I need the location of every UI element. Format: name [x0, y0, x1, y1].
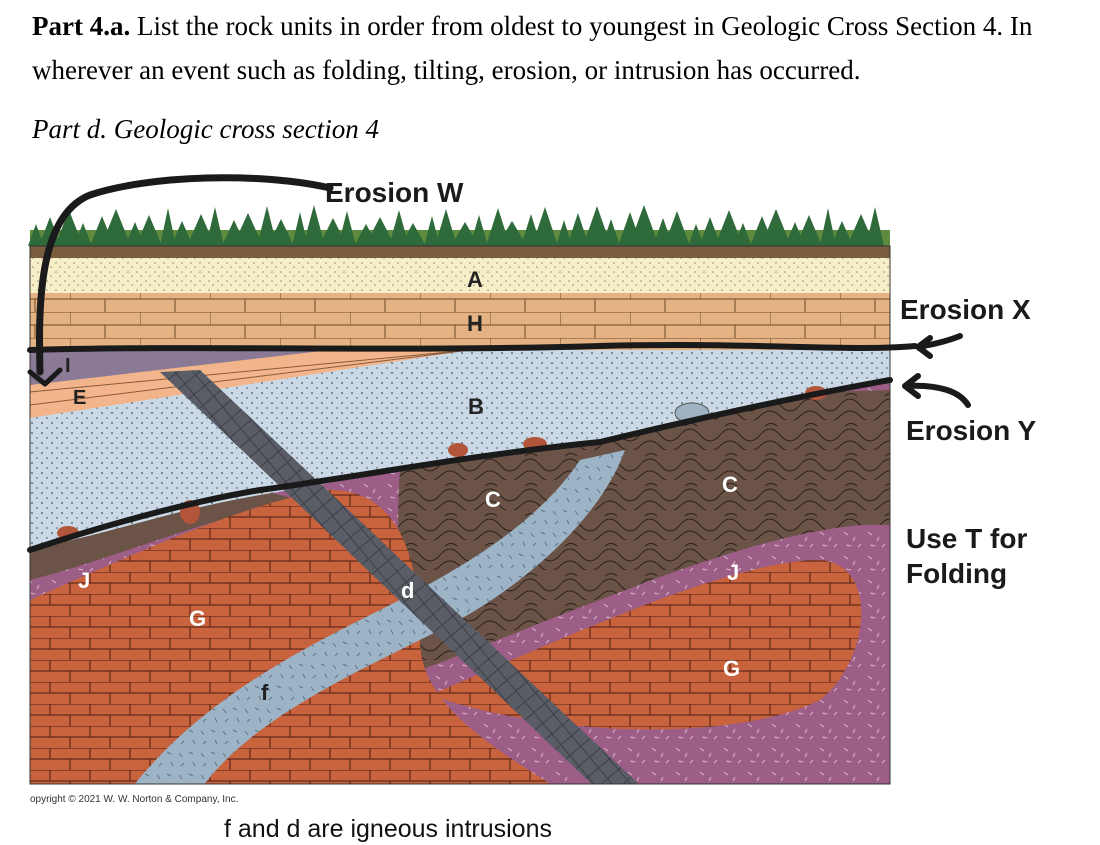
tree-icon	[699, 217, 721, 246]
tree-icon	[820, 208, 836, 246]
tree-icon	[28, 224, 44, 246]
tree-icon	[602, 219, 620, 246]
tree-icon	[761, 209, 791, 246]
part-label: Part 4.a.	[32, 11, 131, 41]
label-d: d	[401, 578, 414, 603]
geologic-cross-section: A H I E B C C J J G G d f Erosion W Eros…	[27, 174, 1037, 785]
tree-icon	[734, 223, 752, 246]
unit-H-layer	[30, 293, 890, 350]
tree-icon	[497, 221, 527, 246]
unit-G-left	[30, 490, 551, 784]
question-text: Part 4.a. List the rock units in order f…	[32, 4, 1100, 92]
tree-icon	[303, 205, 325, 246]
question-line-1: Part 4.a. List the rock units in order f…	[32, 4, 1100, 48]
tree-icon	[556, 220, 572, 246]
intrusion-d	[160, 370, 639, 784]
label-G-right: G	[723, 656, 740, 681]
tree-icon	[171, 221, 193, 246]
erosion-w-label: Erosion W	[325, 177, 464, 208]
tree-icon	[206, 207, 224, 246]
label-I: I	[65, 355, 71, 377]
tree-icon	[831, 221, 853, 246]
label-H: H	[467, 311, 483, 336]
forest-surface	[28, 205, 890, 246]
tree-icon	[688, 224, 704, 246]
tree-icon	[74, 223, 92, 246]
label-J-right: J	[727, 560, 739, 585]
label-C-left: C	[485, 487, 501, 512]
erosion-y-label: Erosion Y	[906, 415, 1037, 446]
tree-icon	[365, 217, 395, 246]
tree-icon	[435, 209, 457, 246]
intrusion-f	[134, 450, 625, 784]
label-B: B	[468, 394, 484, 419]
label-A: A	[467, 267, 483, 292]
label-C-right: C	[722, 472, 738, 497]
footnote: f and d are igneous intrusions	[224, 815, 552, 843]
folding-label-line1: Use T for	[906, 523, 1027, 554]
tree-icon	[101, 209, 131, 246]
section-frame	[29, 245, 891, 785]
label-J-left: J	[78, 568, 90, 593]
tree-icon	[532, 207, 558, 246]
tree-icon	[136, 215, 162, 246]
label-f: f	[261, 680, 269, 705]
tree-icon	[338, 211, 356, 246]
tree-icon	[389, 210, 409, 246]
tree-icon	[233, 213, 263, 246]
unit-C-layer	[30, 390, 890, 670]
tree-icon	[292, 212, 308, 246]
erosion-x-label: Erosion X	[900, 294, 1031, 325]
tree-icon	[424, 216, 440, 246]
tree-icon	[567, 213, 589, 246]
tree-icon	[629, 205, 659, 246]
tree-icon	[55, 210, 83, 246]
unit-G-right	[430, 560, 862, 730]
unit-I-layer	[30, 350, 330, 385]
folding-label-line2: Folding	[906, 558, 1007, 589]
label-E: E	[73, 387, 86, 409]
tree-icon	[583, 206, 611, 246]
tree-icon	[400, 223, 426, 246]
tree-icon	[470, 215, 488, 246]
tree-icon	[796, 215, 822, 246]
question-line-2: wherever an event such as folding, tilti…	[32, 55, 861, 85]
tree-icon	[257, 206, 277, 246]
tree-icon	[715, 210, 743, 246]
section-title: Part d. Geologic cross section 4	[32, 114, 379, 144]
copyright-notice: opyright © 2021 W. W. Norton & Company, …	[30, 794, 239, 805]
question-line-1-text: List the rock units in order from oldest…	[130, 11, 1033, 41]
tree-icon	[268, 219, 294, 246]
label-G-left: G	[189, 606, 206, 631]
tree-icon	[160, 208, 176, 246]
tree-icon	[866, 207, 884, 246]
annotation-strokes	[27, 174, 971, 553]
tree-icon	[664, 211, 690, 246]
soil-layer	[30, 246, 890, 258]
unit-A-layer	[30, 258, 890, 293]
